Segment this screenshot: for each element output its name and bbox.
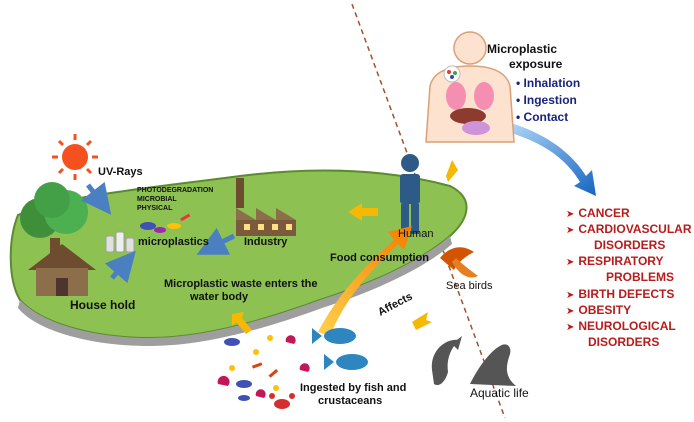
water-body-label-line2: water body — [190, 291, 249, 303]
blue-arc-arrow — [500, 120, 596, 196]
disease-item-1-text: CANCER — [578, 206, 630, 220]
bullet-icon: • — [516, 110, 524, 124]
dolphin-icon — [431, 336, 462, 386]
arrow-bullet-icon: ➤ — [566, 290, 575, 301]
disease-item-3-text: RESPIRATORY — [578, 254, 664, 268]
ingested-label-line2: crustaceans — [318, 395, 383, 407]
disease-item-2-text: CARDIOVASCULAR — [578, 222, 692, 236]
household-label: House hold — [70, 298, 136, 312]
disease-item-2: ➤CARDIOVASCULAR — [566, 222, 692, 238]
sun-icon — [52, 134, 98, 180]
water-body-label: Microplastic waste enters the water body — [164, 278, 317, 304]
sea-birds-label: Sea birds — [446, 280, 493, 292]
exposure-route-3: • Contact — [516, 110, 568, 124]
human-torso-icon — [425, 31, 515, 143]
disease-item-6b: DISORDERS — [588, 335, 660, 349]
disease-item-5: ➤OBESITY — [566, 303, 631, 319]
exposure-route-3-text: Contact — [523, 110, 569, 124]
exposure-route-1: • Inhalation — [516, 76, 580, 90]
industry-label: Industry — [244, 236, 288, 248]
arrow-bullet-icon: ➤ — [566, 322, 575, 333]
ingested-label-line1: Ingested by fish and — [300, 382, 407, 394]
process-label-physical: PHYSICAL — [137, 205, 173, 212]
yellow-arrows — [232, 160, 458, 334]
disease-item-1: ➤CANCER — [566, 206, 630, 222]
house-icon — [28, 244, 96, 296]
water-microplastics — [217, 335, 310, 401]
arrow-bullet-icon: ➤ — [566, 257, 575, 268]
arrow-bullet-icon: ➤ — [566, 209, 575, 220]
process-label-photodegradation: PHOTODEGRADATION — [137, 187, 214, 194]
exposure-title: Microplastic exposure — [487, 42, 562, 72]
disease-item-4: ➤BIRTH DEFECTS — [566, 287, 674, 303]
crab-icon — [269, 393, 295, 409]
human-figure-icon — [400, 154, 420, 234]
factory-icon — [236, 178, 296, 236]
disease-item-4-text: BIRTH DEFECTS — [578, 287, 675, 301]
human-label: Human — [398, 228, 434, 240]
seal-icon — [470, 344, 516, 386]
bullet-icon: • — [516, 76, 524, 90]
exposure-route-2: • Ingestion — [516, 93, 577, 107]
food-consumption-label: Food consumption — [330, 252, 429, 264]
water-body-label-line1: Microplastic waste enters the — [164, 278, 318, 290]
orange-curve-arrow — [318, 226, 412, 336]
seabird-icon — [440, 247, 478, 278]
disease-item-6-text: NEUROLOGICAL — [578, 319, 676, 333]
bottles-icon — [105, 231, 135, 253]
exposure-route-1-text: Inhalation — [523, 76, 581, 90]
disease-item-5-text: OBESITY — [578, 303, 632, 317]
bullet-icon: • — [516, 93, 524, 107]
arrow-bullet-icon: ➤ — [566, 306, 575, 317]
aquatic-life-label: Aquatic life — [470, 386, 529, 400]
blue-arrows — [80, 181, 236, 284]
microplastics-label: microplastics — [138, 236, 209, 248]
ingested-label: Ingested by fish and crustaceans — [300, 382, 406, 408]
disease-item-2b: DISORDERS — [594, 238, 666, 252]
exposure-title-line2: exposure — [509, 57, 563, 71]
microplastic-pieces-icon — [140, 213, 191, 233]
disease-item-6: ➤NEUROLOGICAL — [566, 319, 676, 335]
arrow-bullet-icon: ➤ — [566, 225, 575, 236]
exposure-route-2-text: Ingestion — [523, 93, 577, 107]
fish-icon — [312, 328, 368, 370]
disease-item-3b: PROBLEMS — [606, 270, 675, 284]
exposure-title-line1: Microplastic — [487, 42, 558, 56]
process-label-microbial: MICROBIAL — [137, 196, 177, 203]
uv-rays-label: UV-Rays — [98, 166, 143, 178]
disease-item-3: ➤RESPIRATORY — [566, 254, 664, 270]
land-edge — [18, 236, 452, 346]
